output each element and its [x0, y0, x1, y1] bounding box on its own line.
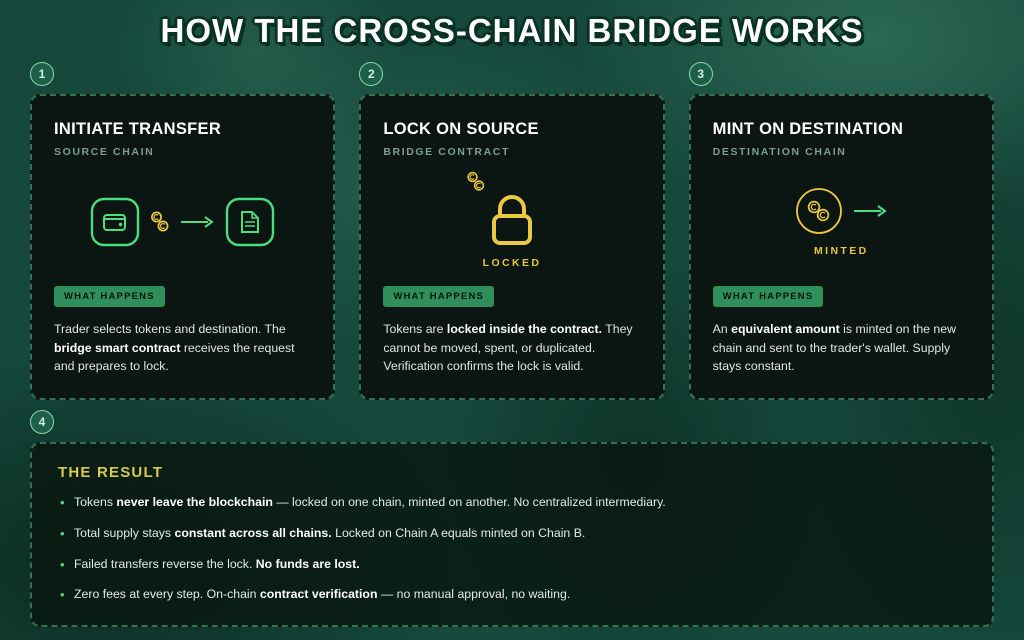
result-bullet-1: Tokens never leave the blockchain — lock… [58, 494, 966, 513]
arrow-right-icon [180, 215, 216, 229]
result-bullet-list: Tokens never leave the blockchain — lock… [58, 494, 966, 605]
coins-circle-icon [794, 186, 844, 236]
wallet-icon [90, 197, 140, 247]
step-2-column: 2 LOCK ON SOURCE BRIDGE CONTRACT [359, 62, 665, 400]
step-3-number-badge: 3 [688, 62, 713, 86]
result-box: THE RESULT Tokens never leave the blockc… [30, 442, 994, 628]
step-1-icon-row [90, 197, 275, 247]
coins-icon [149, 209, 171, 235]
step-4-number-badge: 4 [30, 410, 54, 434]
page-title: HOW THE CROSS-CHAIN BRIDGE WORKS [160, 12, 864, 49]
step-2-subtitle: BRIDGE CONTRACT [383, 146, 510, 158]
step-2-card: LOCK ON SOURCE BRIDGE CONTRACT [359, 94, 665, 400]
result-title: THE RESULT [58, 464, 164, 481]
steps-row: 1 INITIATE TRANSFER SOURCE CHAIN [30, 62, 994, 400]
step-1-description: Trader selects tokens and destination. T… [54, 321, 295, 374]
step-3-icon-row [794, 186, 889, 236]
step-1-subtitle: SOURCE CHAIN [54, 146, 155, 158]
step-2-what-happens-badge: WHAT HAPPENS [383, 285, 495, 307]
arrow-right-icon [853, 204, 889, 218]
step-2-icon-area: LOCKED [383, 158, 640, 286]
step-3-icon-area: MINTED [713, 158, 970, 286]
step-3-column: 3 MINT ON DESTINATION DESTINATION CHAIN [688, 62, 994, 400]
result-bullet-2: Total supply stays constant across all c… [58, 525, 966, 544]
padlock-icon [467, 172, 543, 248]
step-1-card: INITIATE TRANSFER SOURCE CHAIN [30, 94, 336, 400]
step-3-what-happens-badge: WHAT HAPPENS [712, 285, 824, 307]
step-2-number-badge: 2 [359, 62, 384, 86]
step-1-icon-area [54, 158, 311, 286]
step-1-column: 1 INITIATE TRANSFER SOURCE CHAIN [30, 62, 336, 400]
step-2-description: Tokens are locked inside the contract. T… [383, 321, 633, 374]
step-3-card: MINT ON DESTINATION DESTINATION CHAIN [688, 94, 994, 400]
step-1-what-happens-badge: WHAT HAPPENS [54, 285, 165, 307]
coins-icon [465, 170, 487, 194]
step-3-title: MINT ON DESTINATION [712, 120, 904, 138]
document-icon [225, 197, 275, 247]
minted-caption: MINTED [813, 245, 869, 258]
locked-caption: LOCKED [482, 257, 542, 270]
result-bullet-4: Zero fees at every step. On-chain contra… [58, 586, 966, 605]
step-3-description: An equivalent amount is minted on the ne… [712, 321, 956, 374]
step-3-subtitle: DESTINATION CHAIN [712, 146, 847, 158]
step-1-number-badge: 1 [30, 62, 54, 86]
step-2-title: LOCK ON SOURCE [383, 120, 539, 138]
result-section: 4 THE RESULT Tokens never leave the bloc… [30, 410, 994, 628]
result-bullet-3: Failed transfers reverse the lock. No fu… [58, 556, 966, 575]
step-1-title: INITIATE TRANSFER [54, 120, 222, 138]
